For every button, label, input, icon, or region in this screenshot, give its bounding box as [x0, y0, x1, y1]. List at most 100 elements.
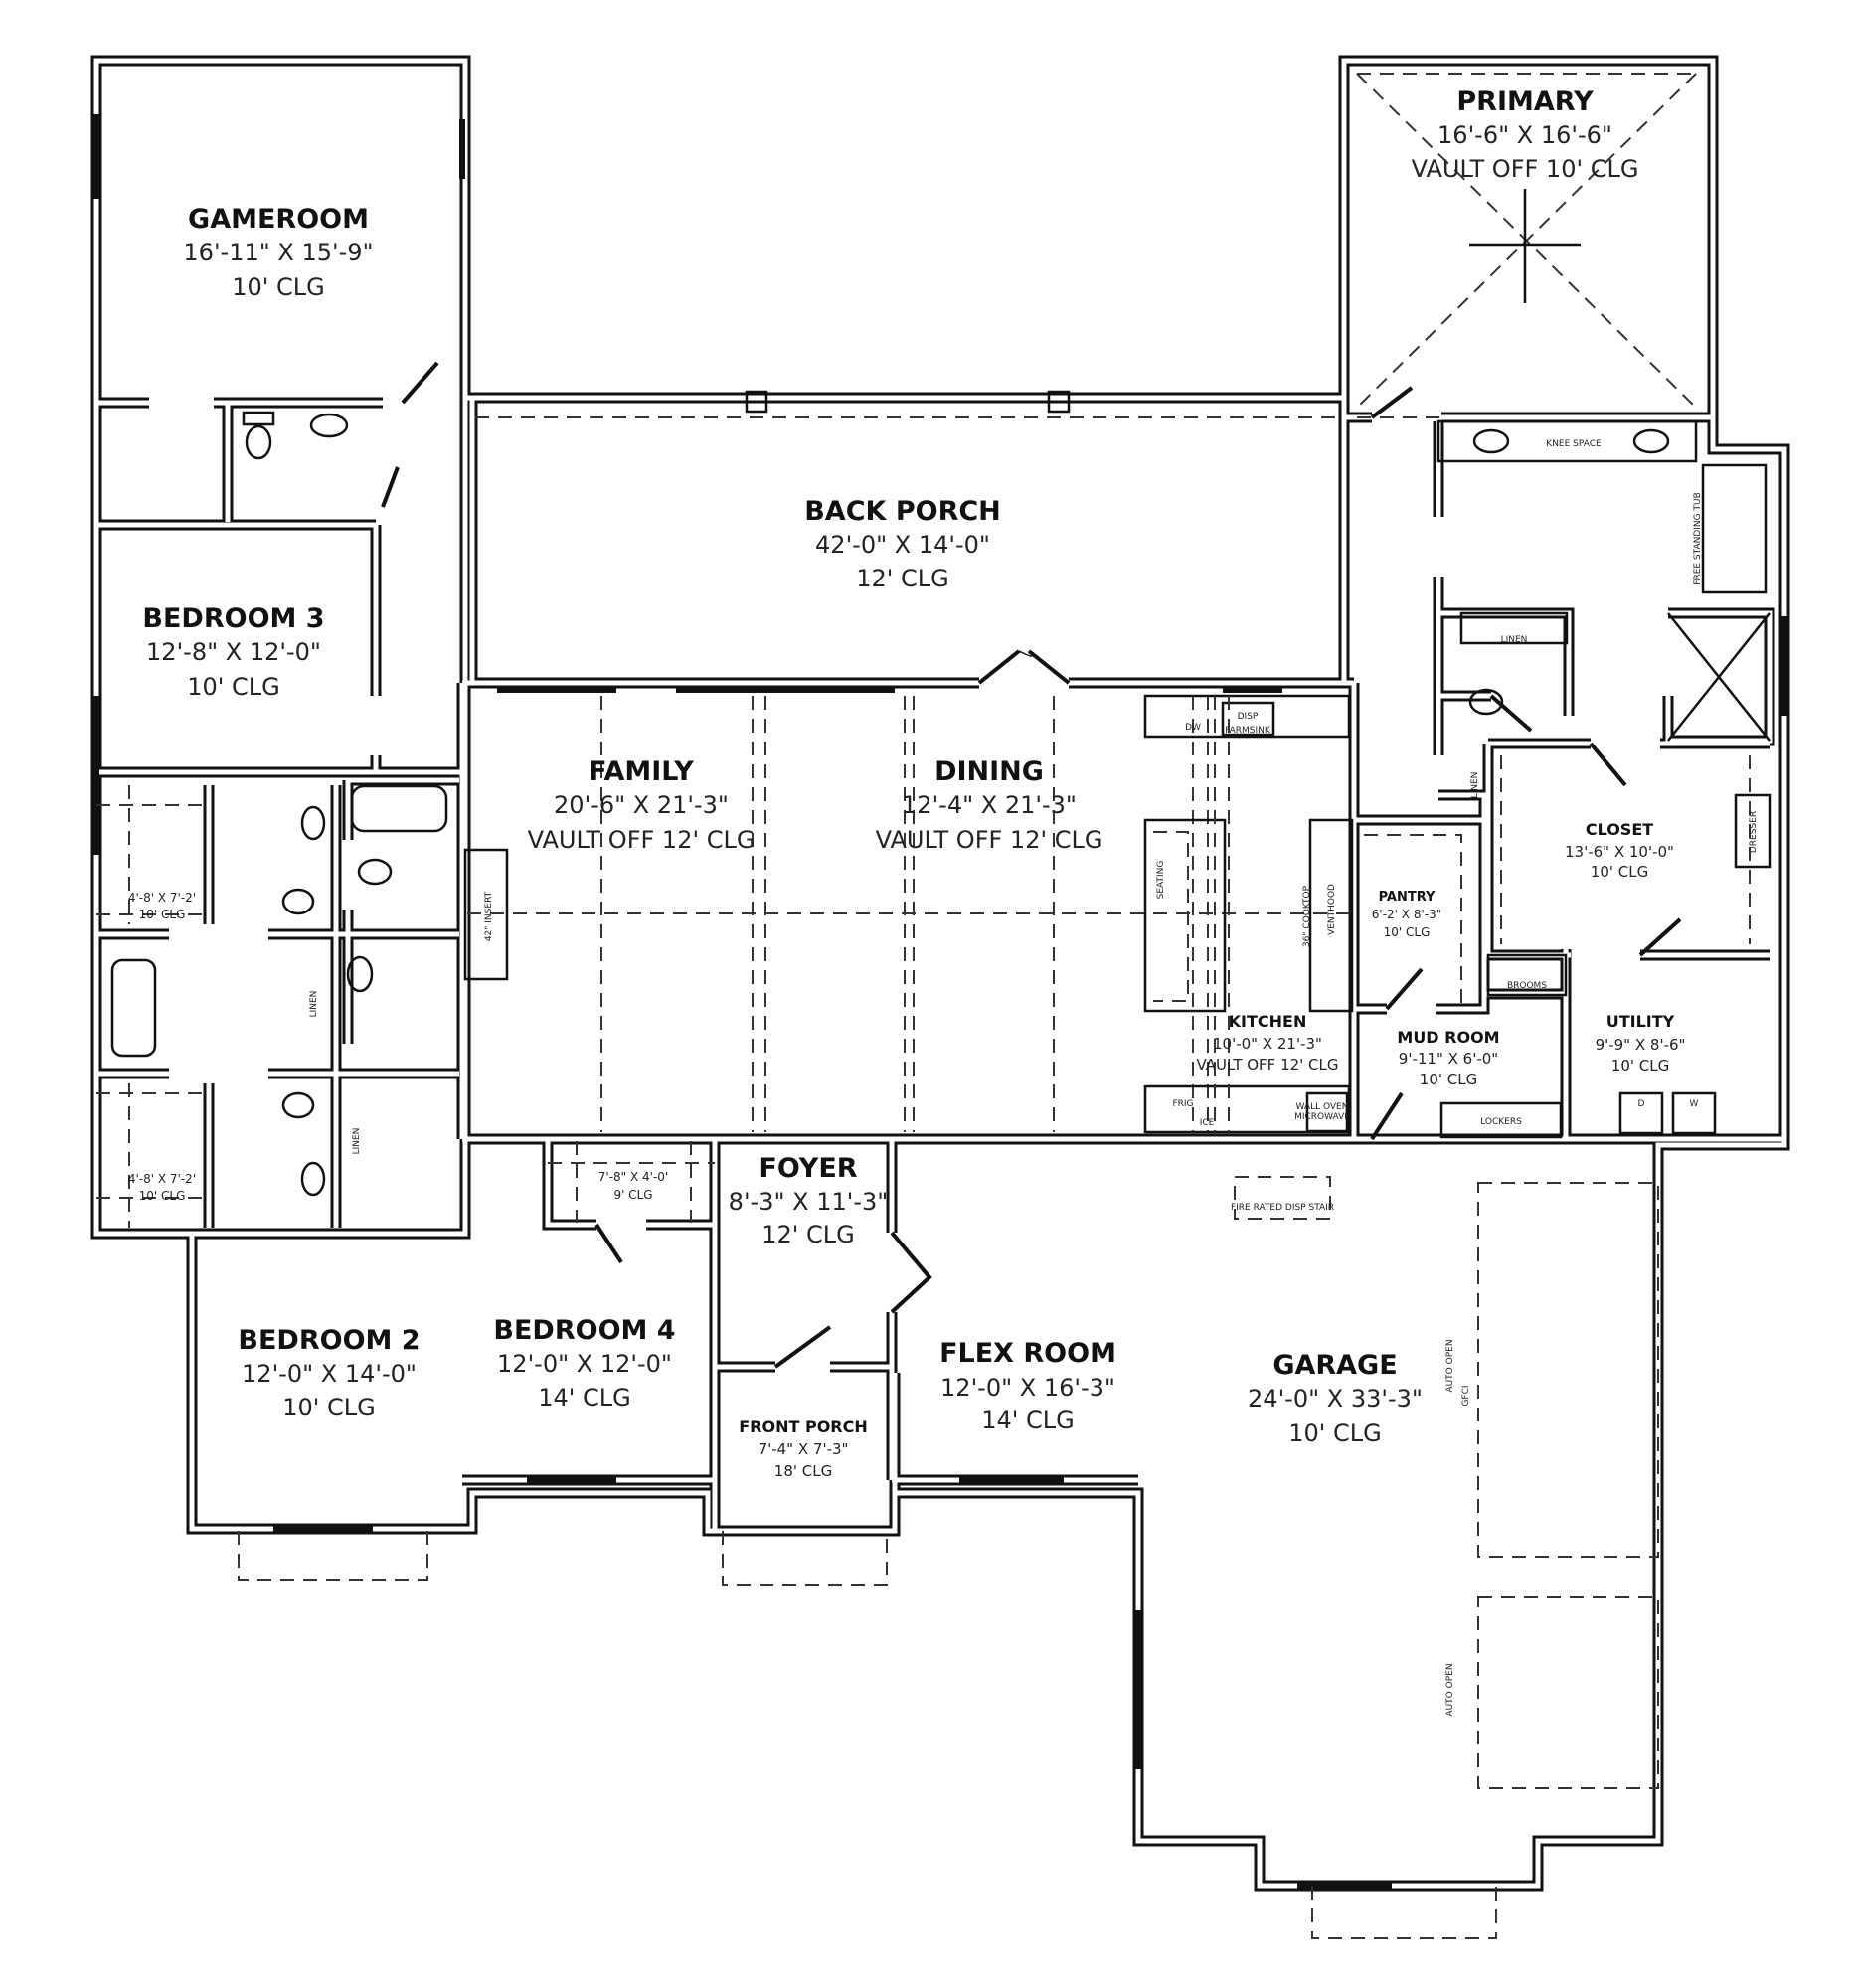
washer-label: W	[1690, 1099, 1699, 1109]
farmsink-label: FARMSINK	[1225, 726, 1271, 736]
room-ceiling: 10' CLG	[1611, 1057, 1669, 1075]
porch-column	[1047, 390, 1071, 414]
auto-open-label: AUTO OPEN	[1445, 1663, 1455, 1716]
room-dims: 6'-2' X 8'-3"	[1372, 908, 1441, 921]
room-name: PRIMARY	[1456, 86, 1594, 117]
room-name: BEDROOM 4	[493, 1315, 675, 1346]
primary-bath-fixtures	[1436, 419, 1772, 997]
room-dims: 12'-0" X 16'-3"	[940, 1374, 1115, 1402]
room-ceiling: 18' CLG	[774, 1462, 832, 1480]
room-dims: 12'-0" X 12'-0"	[497, 1350, 672, 1378]
room-name: BACK PORCH	[804, 496, 1001, 527]
linen-label: LINEN	[1501, 635, 1528, 645]
room-name: BEDROOM 3	[142, 603, 324, 634]
room-back-porch: BACK PORCH 42'-0" X 14'-0" 12' CLG	[804, 496, 1001, 592]
room-front-porch: FRONT PORCH 7'-4" X 7'-3" 18' CLG	[739, 1417, 868, 1480]
room-bedroom-4: BEDROOM 4 12'-0" X 12'-0" 14' CLG	[493, 1315, 675, 1411]
room-foyer: FOYER 8'-3" X 11'-3" 12' CLG	[729, 1153, 889, 1248]
room-ceiling: 12' CLG	[761, 1221, 855, 1248]
seating-label: SEATING	[1156, 861, 1166, 900]
room-ceiling: 10' CLG	[232, 273, 325, 301]
room-ceiling: 10' CLG	[282, 1394, 376, 1421]
bath-fixtures	[110, 411, 509, 1197]
porch-beam	[475, 390, 1342, 418]
disposal-label: DISP	[1238, 712, 1259, 722]
room-name: DINING	[934, 756, 1044, 787]
room-dims: 42'-0" X 14'-0"	[815, 531, 990, 559]
closet-shelving	[96, 755, 1751, 1228]
room-name: GARAGE	[1272, 1350, 1397, 1381]
room-dims: 8'-3" X 11'-3"	[729, 1188, 889, 1216]
lockers-label: LOCKERS	[1480, 1117, 1522, 1127]
room-ceiling: 12' CLG	[856, 565, 949, 592]
fire-stair-label: FIRE RATED DISP STAIR	[1231, 1203, 1334, 1213]
room-dims: 12'-0" X 14'-0"	[242, 1360, 417, 1388]
room-ceiling: 10' CLG	[1420, 1071, 1477, 1088]
room-name: FOYER	[759, 1153, 857, 1184]
room-flex-room: FLEX ROOM 12'-0" X 16'-3" 14' CLG	[939, 1338, 1116, 1434]
cooktop-label: 36" COOKTOP	[1302, 885, 1312, 947]
closet-labels: 4'-8' X 7'-2' 10' CLG 4'-8' X 7'-2' 10' …	[128, 891, 668, 1203]
room-gameroom: GAMEROOM 16'-11" X 15'-9" 10' CLG	[183, 204, 373, 301]
room-garage: GARAGE 24'-0" X 33'-3" 10' CLG	[1248, 1350, 1423, 1447]
linen-label: LINEN	[309, 991, 319, 1018]
room-ceiling: 10' CLG	[1591, 863, 1648, 881]
dresser-label: DRESSER	[1749, 811, 1759, 853]
microwave-label: MICROWAVE	[1294, 1112, 1350, 1122]
room-ceiling: VAULT OFF 12' CLG	[528, 826, 756, 854]
room-primary: PRIMARY 16'-6" X 16'-6" VAULT OFF 10' CL…	[1412, 86, 1639, 183]
garage-details	[238, 1176, 1659, 1939]
fridge-label: FRIG	[1172, 1099, 1193, 1109]
vault-lines	[1356, 73, 1697, 418]
ceiling-beams	[467, 696, 1352, 1132]
dryer-label: D	[1638, 1099, 1645, 1109]
room-family: FAMILY 20'-6" X 21'-3" VAULT OFF 12' CLG	[528, 756, 756, 854]
room-dims: 12'-8" X 12'-0"	[146, 638, 321, 666]
room-bedroom-3: BEDROOM 3 12'-8" X 12'-0" 10' CLG	[142, 603, 324, 701]
knee-space-label: KNEE SPACE	[1546, 439, 1602, 449]
room-pantry: PANTRY 6'-2' X 8'-3" 10' CLG	[1372, 890, 1441, 939]
porch-column	[745, 390, 768, 414]
room-dims: 9'-9" X 8'-6"	[1596, 1036, 1686, 1054]
room-ceiling: 10' CLG	[1384, 925, 1431, 939]
windows	[93, 114, 1787, 1889]
room-dims: 9'-11" X 6'-0"	[1399, 1050, 1498, 1068]
room-ceiling: VAULT OFF 10' CLG	[1412, 155, 1639, 183]
doors	[381, 361, 1682, 1369]
linen-label: LINEN	[1470, 772, 1480, 799]
room-dining: DINING 12'-4" X 21'-3" VAULT OFF 12' CLG	[876, 756, 1103, 854]
closet-ceiling: 10' CLG	[139, 908, 186, 921]
room-name: CLOSET	[1586, 820, 1653, 839]
room-dims: 10'-0" X 21'-3"	[1213, 1035, 1322, 1053]
room-name: FLEX ROOM	[939, 1338, 1116, 1369]
closet-ceiling: 10' CLG	[139, 1189, 186, 1203]
room-ceiling: 14' CLG	[538, 1384, 631, 1411]
room-name: BEDROOM 2	[238, 1325, 420, 1356]
room-name: PANTRY	[1379, 890, 1436, 905]
closet-dims: 4'-8' X 7'-2'	[128, 1172, 196, 1186]
room-closet: CLOSET 13'-6" X 10'-0" 10' CLG	[1565, 820, 1674, 881]
kitchen-fixtures	[1143, 694, 1717, 1139]
room-dims: 16'-11" X 15'-9"	[183, 239, 373, 266]
room-dims: 12'-4" X 21'-3"	[902, 791, 1077, 819]
brooms-label: BROOMS	[1507, 981, 1547, 991]
closet-dims: 4'-8' X 7'-2'	[128, 891, 196, 905]
room-mud-room: MUD ROOM 9'-11" X 6'-0" 10' CLG	[1397, 1028, 1499, 1088]
room-name: MUD ROOM	[1397, 1028, 1499, 1047]
gfci-label: GFCI	[1461, 1385, 1471, 1406]
room-dims: 13'-6" X 10'-0"	[1565, 843, 1674, 861]
room-utility: UTILITY 9'-9" X 8'-6" 10' CLG	[1596, 1012, 1686, 1075]
dishwasher-label: DW	[1185, 723, 1201, 733]
ice-label: ICE	[1200, 1118, 1215, 1128]
closet-ceiling: 9' CLG	[613, 1188, 652, 1202]
room-ceiling: 14' CLG	[981, 1407, 1075, 1434]
room-dims: 7'-4" X 7'-3"	[759, 1440, 849, 1458]
linen-label: LINEN	[352, 1128, 362, 1155]
room-ceiling: 10' CLG	[1288, 1419, 1382, 1447]
room-dims: 20'-6" X 21'-3"	[554, 791, 729, 819]
room-kitchen: KITCHEN 10'-0" X 21'-3" VAULT OFF 12' CL…	[1196, 1012, 1338, 1074]
room-name: FRONT PORCH	[739, 1417, 868, 1436]
room-name: KITCHEN	[1229, 1012, 1307, 1031]
room-ceiling: VAULT OFF 12' CLG	[876, 826, 1103, 854]
